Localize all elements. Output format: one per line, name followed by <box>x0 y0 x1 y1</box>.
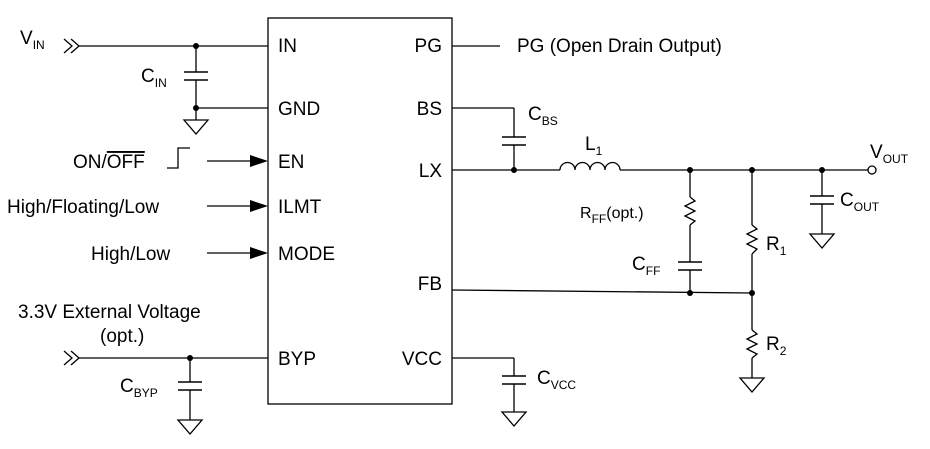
cvcc-label: CVCC <box>537 368 576 392</box>
ilmt-input-label: High/Floating/Low <box>7 197 159 218</box>
resistor-rff <box>683 196 697 226</box>
ground-icon-cvcc <box>500 411 528 427</box>
rff-label: RFF(opt.) <box>580 205 644 226</box>
pin-vcc: VCC <box>402 349 442 370</box>
pin-gnd: GND <box>278 99 320 120</box>
cbs-label: CBS <box>528 104 558 128</box>
vout-label: VOUT <box>870 142 909 166</box>
pin-in: IN <box>278 36 297 57</box>
pin-en: EN <box>278 152 304 173</box>
inductor-l1 <box>559 161 621 171</box>
cin-label: CIN <box>141 66 167 90</box>
cout-label: COUT <box>840 190 880 214</box>
r1-label: R1 <box>766 234 787 258</box>
ext-voltage-label: 3.3V External Voltage <box>18 302 201 323</box>
ground-icon-cout <box>808 233 836 249</box>
r2-label: R2 <box>766 334 787 358</box>
arrow-mode <box>250 247 268 259</box>
mode-input-label: High/Low <box>91 244 170 265</box>
pin-mode: MODE <box>278 244 335 265</box>
byp-input-icon <box>63 350 80 366</box>
pg-output-label: PG (Open Drain Output) <box>517 36 722 57</box>
resistor-r2 <box>745 329 759 359</box>
pin-pg: PG <box>415 36 442 57</box>
junction-fb-cff <box>687 290 693 296</box>
vin-input-icon <box>63 38 80 54</box>
arrow-ilmt <box>250 200 268 212</box>
on-off-label: ON/OFF <box>73 152 145 173</box>
step-signal-icon <box>167 147 190 169</box>
arrow-en <box>250 155 268 167</box>
ground-icon-cbyp <box>176 419 204 435</box>
resistor-r1 <box>745 224 759 255</box>
ground-icon-r2 <box>738 377 766 393</box>
junction-lx <box>511 167 517 173</box>
vin-label: VIN <box>20 28 45 52</box>
ic-body <box>267 17 453 405</box>
wire-fb <box>451 289 753 294</box>
pin-byp: BYP <box>278 349 316 370</box>
l1-label: L1 <box>585 134 603 158</box>
ground-icon-cin <box>182 119 210 135</box>
vout-terminal-icon <box>867 165 877 175</box>
pin-ilmt: ILMT <box>278 197 322 218</box>
pin-fb: FB <box>418 274 442 295</box>
ext-voltage-opt-label: (opt.) <box>100 326 144 347</box>
cbyp-label: CBYP <box>120 376 158 400</box>
cff-label: CFF <box>632 254 660 278</box>
pin-lx: LX <box>419 161 443 182</box>
pin-bs: BS <box>417 99 442 120</box>
